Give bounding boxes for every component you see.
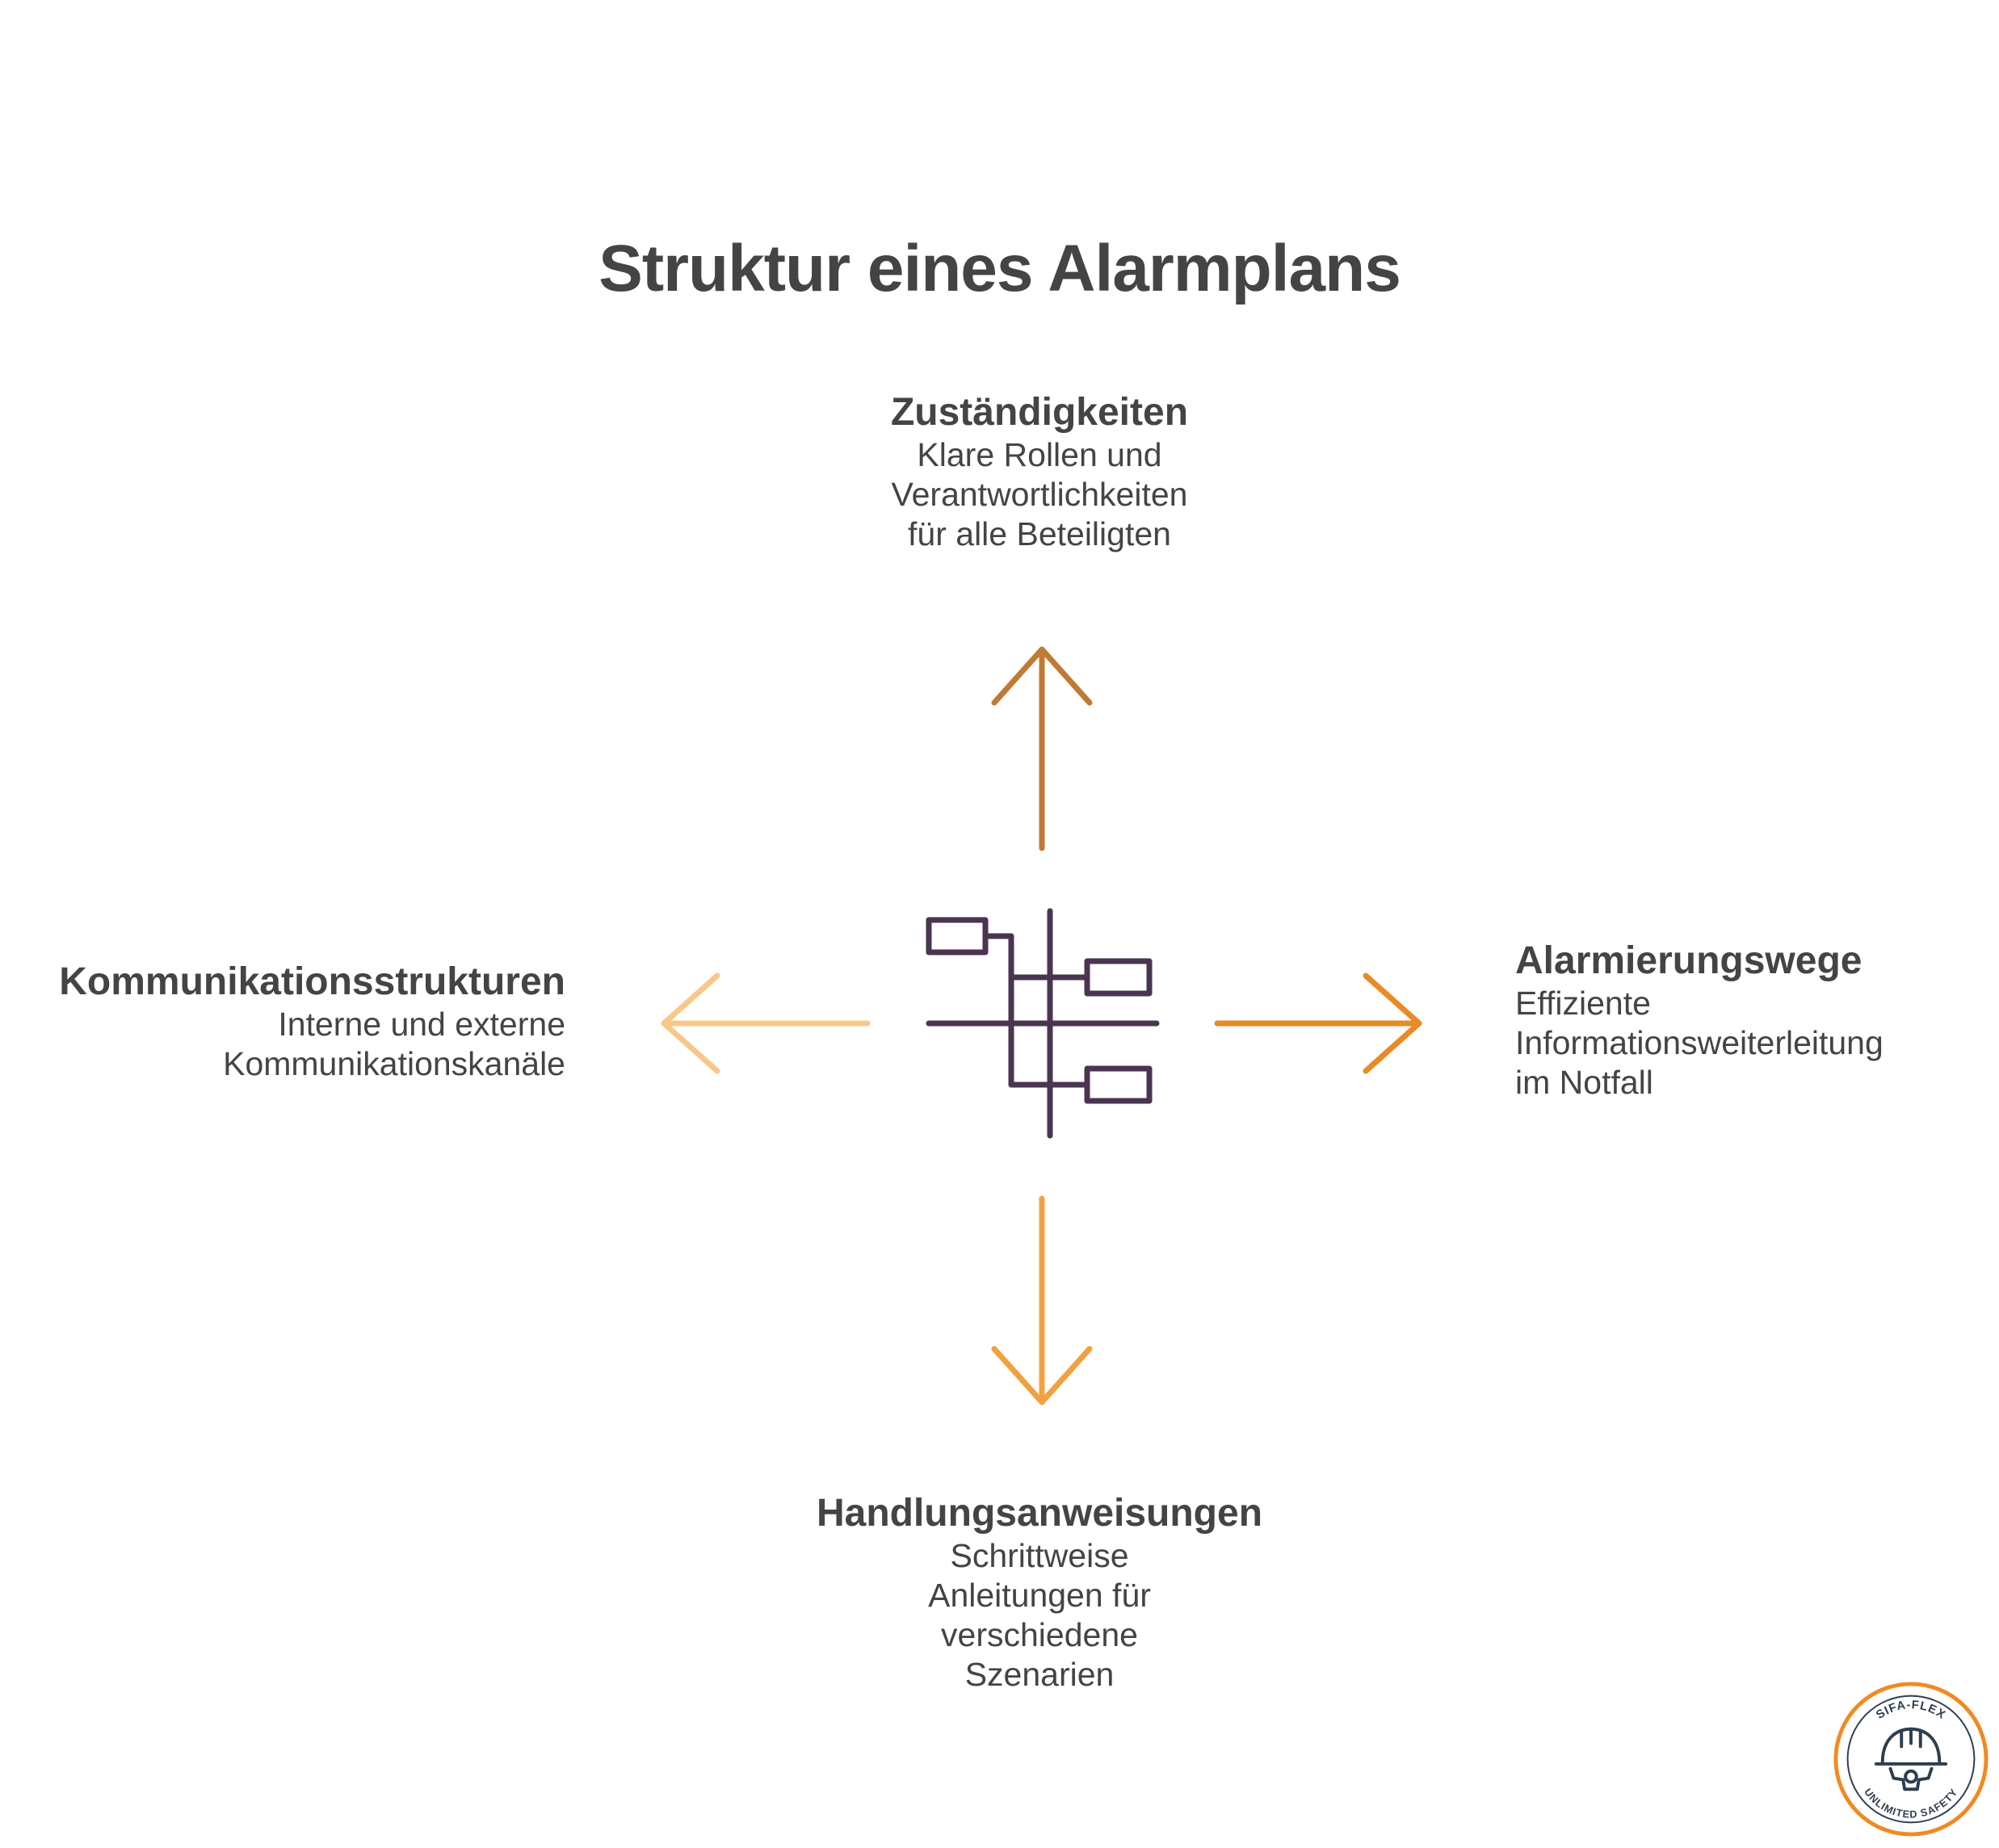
block-description: Klare Rollen und Verantwortlichkeiten fü… <box>891 436 1188 552</box>
diagram-title: Struktur eines Alarmplans <box>598 232 1401 305</box>
arrow-down <box>991 1195 1093 1405</box>
safety-helmet-gear-icon <box>1874 1727 1948 1791</box>
block-communication: Kommunikationsstrukturen Interne und ext… <box>16 960 565 1084</box>
arrow-left <box>661 972 871 1074</box>
block-description: Effiziente Informationsweiterleitung im … <box>1515 985 1884 1101</box>
block-description: Schrittweise Anleitungen für verschieden… <box>928 1537 1151 1693</box>
arrow-right <box>1214 972 1422 1074</box>
block-heading: Kommunikationsstrukturen <box>59 960 565 1003</box>
block-heading: Alarmierungswege <box>1515 939 1863 982</box>
block-heading: Handlungsanweisungen <box>816 1492 1263 1535</box>
sifa-flex-logo: SIFA-FLEX UNLIMITED SAFETY <box>1833 1682 1989 1837</box>
arrow-up <box>991 646 1093 851</box>
block-instructions: Handlungsanweisungen Schrittweise Anleit… <box>757 1491 1322 1695</box>
block-heading: Zuständigkeiten <box>890 391 1189 434</box>
block-description: Interne und externe Kommunikationskanäle <box>223 1006 565 1082</box>
block-responsibilities: Zuständigkeiten Klare Rollen und Verantw… <box>757 390 1322 554</box>
hierarchy-structure-icon <box>926 908 1160 1139</box>
block-alert-paths: Alarmierungswege Effiziente Informations… <box>1515 939 1968 1102</box>
